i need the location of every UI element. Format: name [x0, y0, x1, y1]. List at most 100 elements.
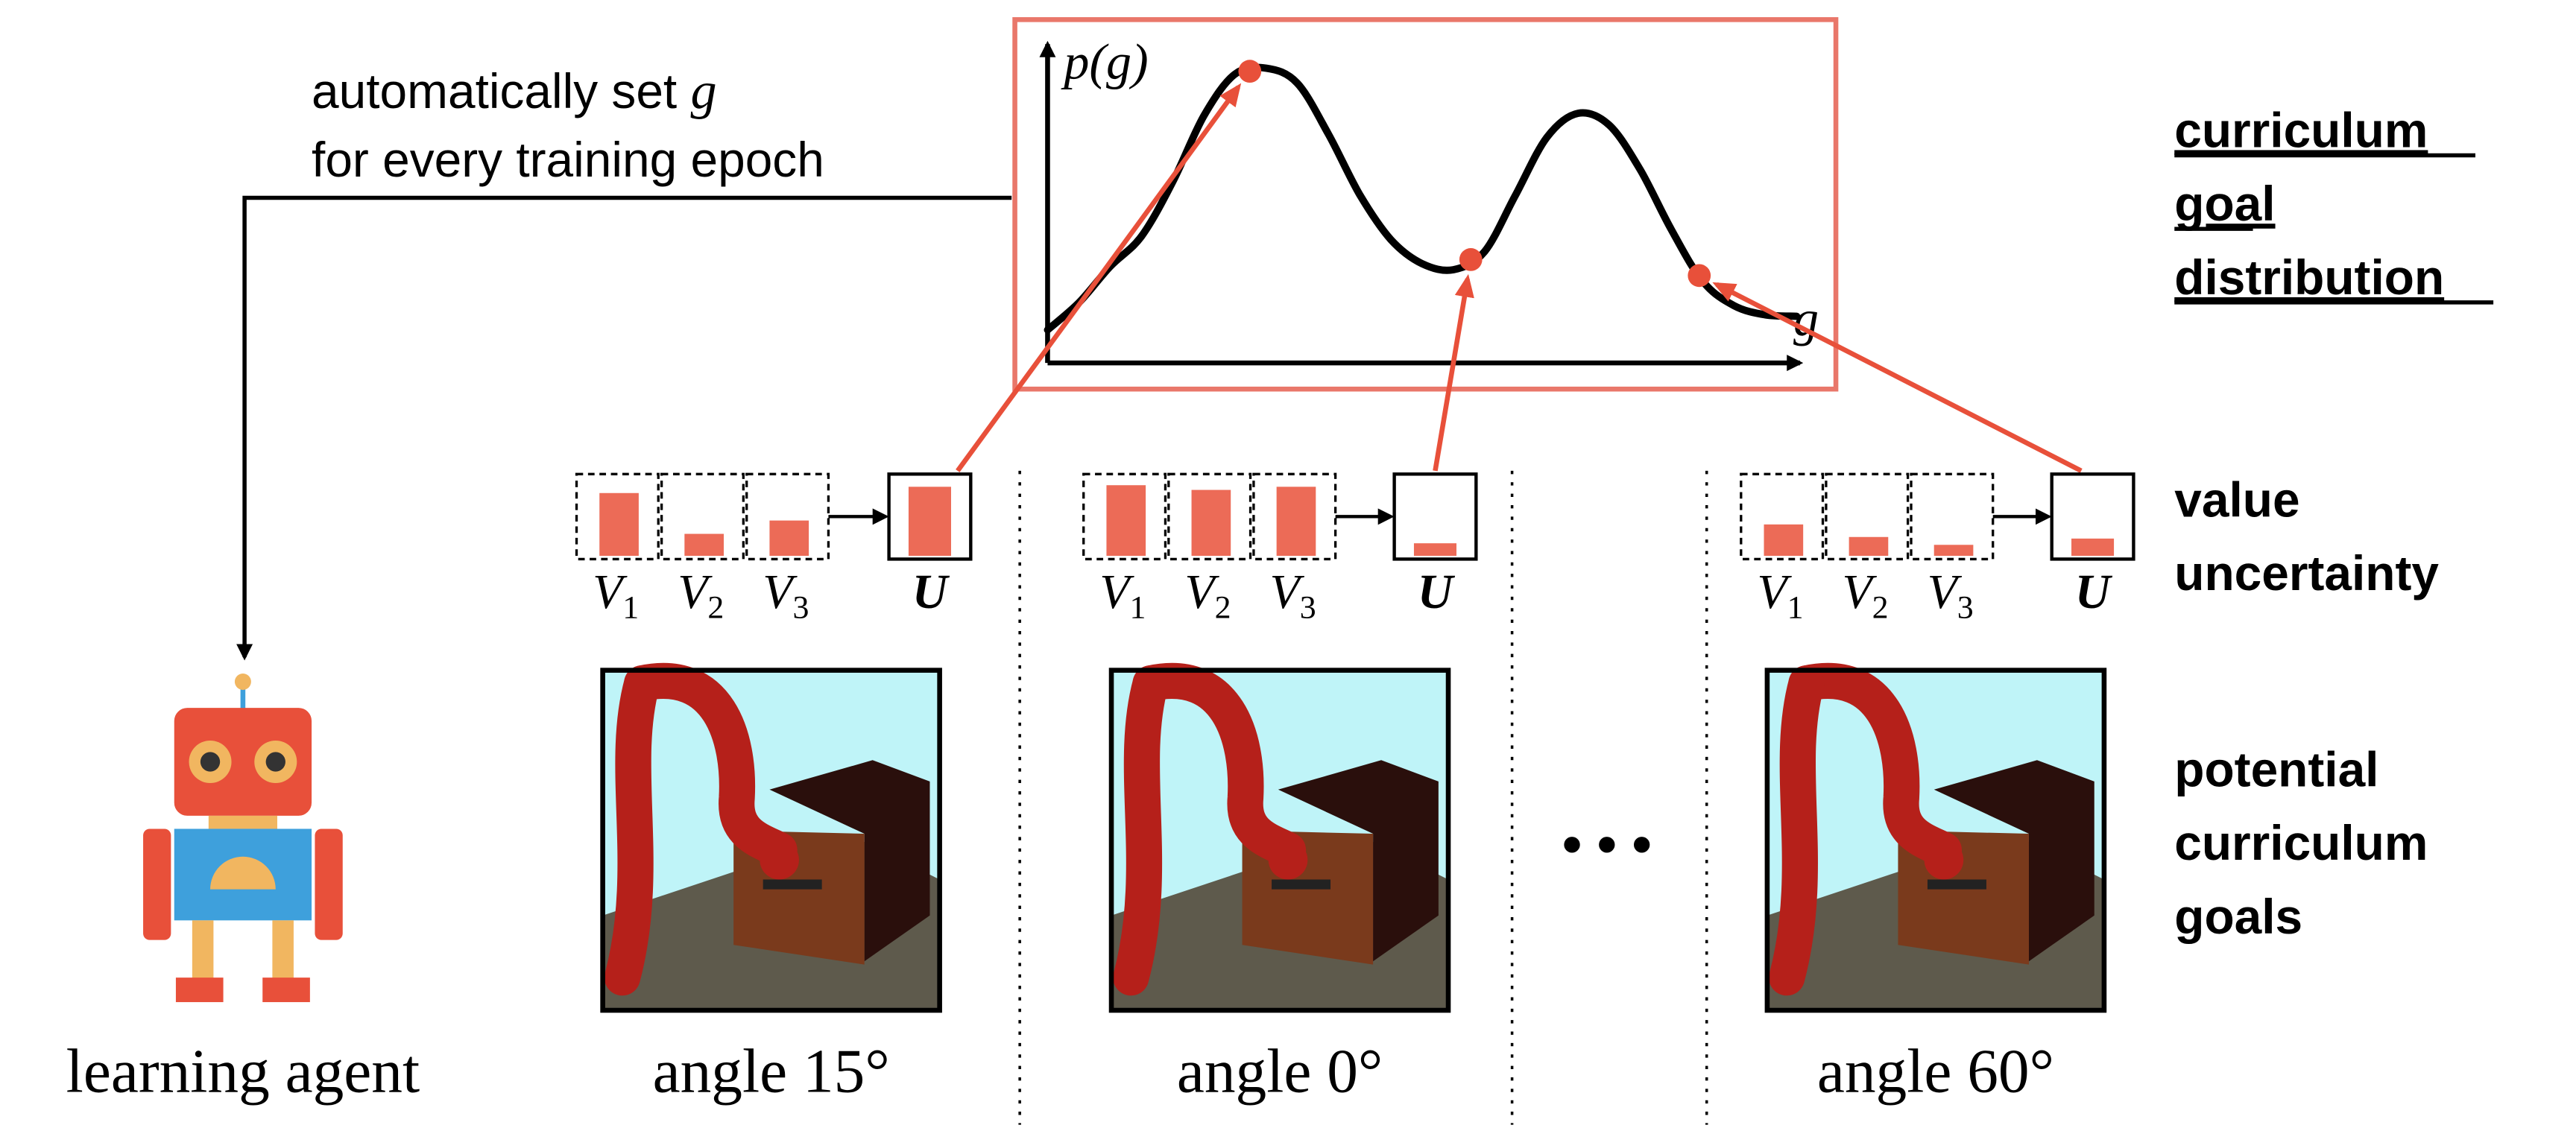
right-labels: curriculum goal distribution value uncer… [2174, 102, 2494, 944]
uncertainty-box [2050, 472, 2135, 561]
gripper [1268, 840, 1308, 880]
robot-head [174, 708, 312, 816]
robot-arm-upper [624, 662, 798, 869]
value-bar [1849, 536, 1889, 557]
robot-pupil-right [265, 752, 285, 772]
value-label: V1 [1099, 565, 1146, 625]
robot-foot-left [175, 978, 224, 1003]
robot-arm-upper [1788, 662, 1963, 869]
panel-caption: angle 15° [653, 1038, 890, 1106]
highlight-points [1238, 60, 1711, 288]
uncertainty-box [1392, 472, 1478, 561]
value-box [1910, 472, 1995, 561]
value-label: V3 [1928, 565, 1974, 625]
value-bar [1191, 489, 1231, 557]
robot-arm-right [315, 828, 343, 940]
scene-border [1108, 668, 1451, 1013]
value-label: V2 [678, 565, 724, 625]
curve-point-2 [1459, 248, 1483, 271]
value-bar [1276, 487, 1316, 557]
label-uncertainty-1: value [2174, 472, 2299, 527]
value-bar [1106, 485, 1146, 557]
uncertainty-bar [908, 487, 951, 557]
agent-caption: learning agent [66, 1038, 420, 1106]
value-box [660, 472, 745, 561]
curve-point-3 [1688, 264, 1711, 288]
label-goals-1: potential [2174, 741, 2378, 796]
value-bar [769, 520, 809, 557]
cabinet-top [1278, 760, 1439, 962]
value-label: V3 [763, 565, 809, 625]
value-bar [1764, 524, 1804, 557]
value-label: V3 [1270, 565, 1316, 625]
robot-pupil-left [200, 752, 221, 772]
uncertainty-to-point-arrow [1433, 273, 1474, 472]
cabinet-top [769, 760, 930, 962]
drawer-handle [1272, 879, 1331, 890]
y-axis-label: p(g) [1061, 33, 1148, 89]
value-bar [684, 533, 724, 557]
scene-border [600, 668, 942, 1013]
label-uncertainty-2: uncertainty [2174, 545, 2439, 601]
robot-arm-left [143, 828, 171, 940]
value-box [745, 472, 830, 561]
cabinet-top [1933, 760, 2094, 962]
uncertainty-to-point-arrow [956, 83, 1242, 472]
robot-arm-base [1113, 665, 1169, 996]
schedule-note-line2: for every training epoch [312, 132, 824, 187]
distribution-frame [1012, 17, 1839, 392]
uncertainty-bar [2071, 538, 2115, 557]
robot-arm-base [1769, 665, 1825, 996]
label-goals-3: goals [2174, 889, 2302, 944]
drawer-handle [1927, 879, 1986, 890]
scene-border [1764, 668, 2107, 1013]
value-label: V2 [1842, 565, 1888, 625]
robot-arm-upper [1132, 662, 1307, 869]
value-box [1740, 472, 1825, 561]
value-box [575, 472, 660, 561]
goal-scene-image [600, 662, 942, 1013]
panel-caption: angle 60° [1817, 1038, 2054, 1106]
uncertainty-bar [1413, 543, 1457, 557]
robot-arm-base [604, 665, 660, 996]
uncertainty-box [887, 472, 973, 561]
drawer-handle [763, 879, 822, 890]
uncertainty-to-point-arrow [1712, 282, 2083, 473]
goal-pointer-arrows [956, 83, 2083, 473]
robot-leg-left [192, 920, 214, 980]
robot-foot-right [262, 978, 310, 1003]
gripper [760, 840, 799, 880]
label-distribution-2: goal [2174, 176, 2275, 231]
robot-neck [208, 815, 277, 829]
antenna-tip [234, 674, 251, 690]
value-box [1825, 472, 1910, 561]
value-box [1167, 472, 1252, 561]
uncertainty-label: U [1418, 565, 1456, 619]
goal-assignment-arrow [236, 195, 1012, 661]
value-label: V1 [593, 565, 639, 625]
label-goals-2: curriculum [2174, 815, 2428, 870]
value-box [1252, 472, 1337, 561]
curve-point-1 [1238, 60, 1262, 83]
schedule-note-line1: automatically set g [312, 62, 717, 120]
goal-scene-image [1108, 662, 1451, 1013]
panel-caption: angle 0° [1177, 1038, 1383, 1106]
value-box [1082, 472, 1167, 561]
more-goals-ellipsis: • • • [1562, 813, 1652, 875]
gripper [1924, 840, 1964, 880]
value-label: V2 [1184, 565, 1231, 625]
goal-scene-image [1764, 662, 2107, 1013]
robot-chest-panel [210, 856, 276, 890]
label-distribution-3: distribution [2174, 250, 2444, 305]
uncertainty-label: U [2075, 565, 2113, 619]
value-bar [1933, 545, 1974, 557]
learning-agent-robot [143, 674, 343, 1003]
value-label: V1 [1757, 565, 1803, 625]
robot-leg-right [272, 920, 294, 980]
uncertainty-label: U [912, 565, 950, 619]
